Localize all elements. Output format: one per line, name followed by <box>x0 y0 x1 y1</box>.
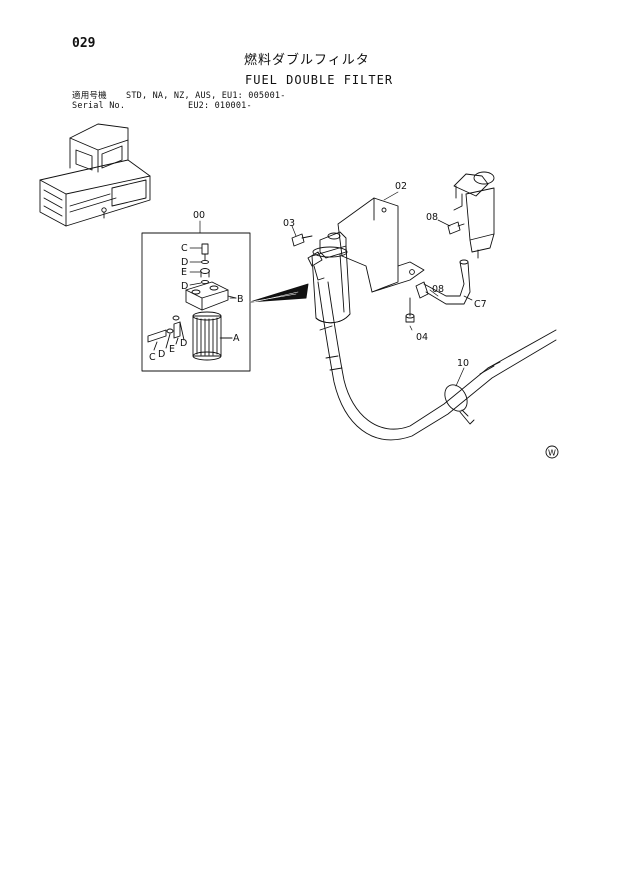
detail-pointer-arrow <box>249 283 309 303</box>
washer-04 <box>405 297 415 323</box>
page-number: 029 <box>72 36 96 51</box>
callout-c7: C7 <box>474 299 487 310</box>
filter-bracket <box>337 197 425 293</box>
circled-w-mark <box>545 445 559 459</box>
hose-clamp-10 <box>444 384 475 425</box>
title-english: FUEL DOUBLE FILTER <box>245 73 394 87</box>
detail-letter-e: E <box>169 344 175 355</box>
hose-c7 <box>415 259 471 305</box>
detail-letter-a: A <box>233 333 240 344</box>
serial-models: STD, NA, NZ, AUS, EU1: 005001- <box>126 91 286 101</box>
pre-filter-upper <box>453 171 495 259</box>
circled-w-letter: W <box>548 449 556 458</box>
detail-letter-d: D <box>181 281 188 292</box>
detail-letter-c: C <box>149 352 156 363</box>
bolt-03 <box>291 233 313 247</box>
detail-letter-b: B <box>237 294 244 305</box>
detail-letter-d: D <box>158 349 165 360</box>
callout-04: 04 <box>416 332 428 343</box>
clamp-08-upper <box>447 221 465 235</box>
serial-eu2: EU2: 010001- <box>188 101 252 111</box>
detail-letter-e: E <box>181 267 187 278</box>
title-japanese: 燃料ダブルフィルタ <box>244 53 370 68</box>
callout-10: 10 <box>457 358 469 369</box>
callout-00: 00 <box>193 210 205 221</box>
leader-lines <box>189 191 473 387</box>
serial-label-en: Serial No. <box>72 101 126 111</box>
serial-label-jp: 適用号機 <box>72 91 107 101</box>
detail-letter-d: D <box>180 338 187 349</box>
callout-02: 02 <box>395 181 407 192</box>
detail-letter-c: C <box>181 243 188 254</box>
fuel-filter-main <box>307 231 351 324</box>
excavator-thumbnail <box>39 123 151 227</box>
detail-letter-d: D <box>181 257 188 268</box>
callout-08-lower: 08 <box>432 284 444 295</box>
callout-08-upper: 08 <box>426 212 438 223</box>
fuel-hose-lower <box>317 281 557 441</box>
callout-03: 03 <box>283 218 295 229</box>
